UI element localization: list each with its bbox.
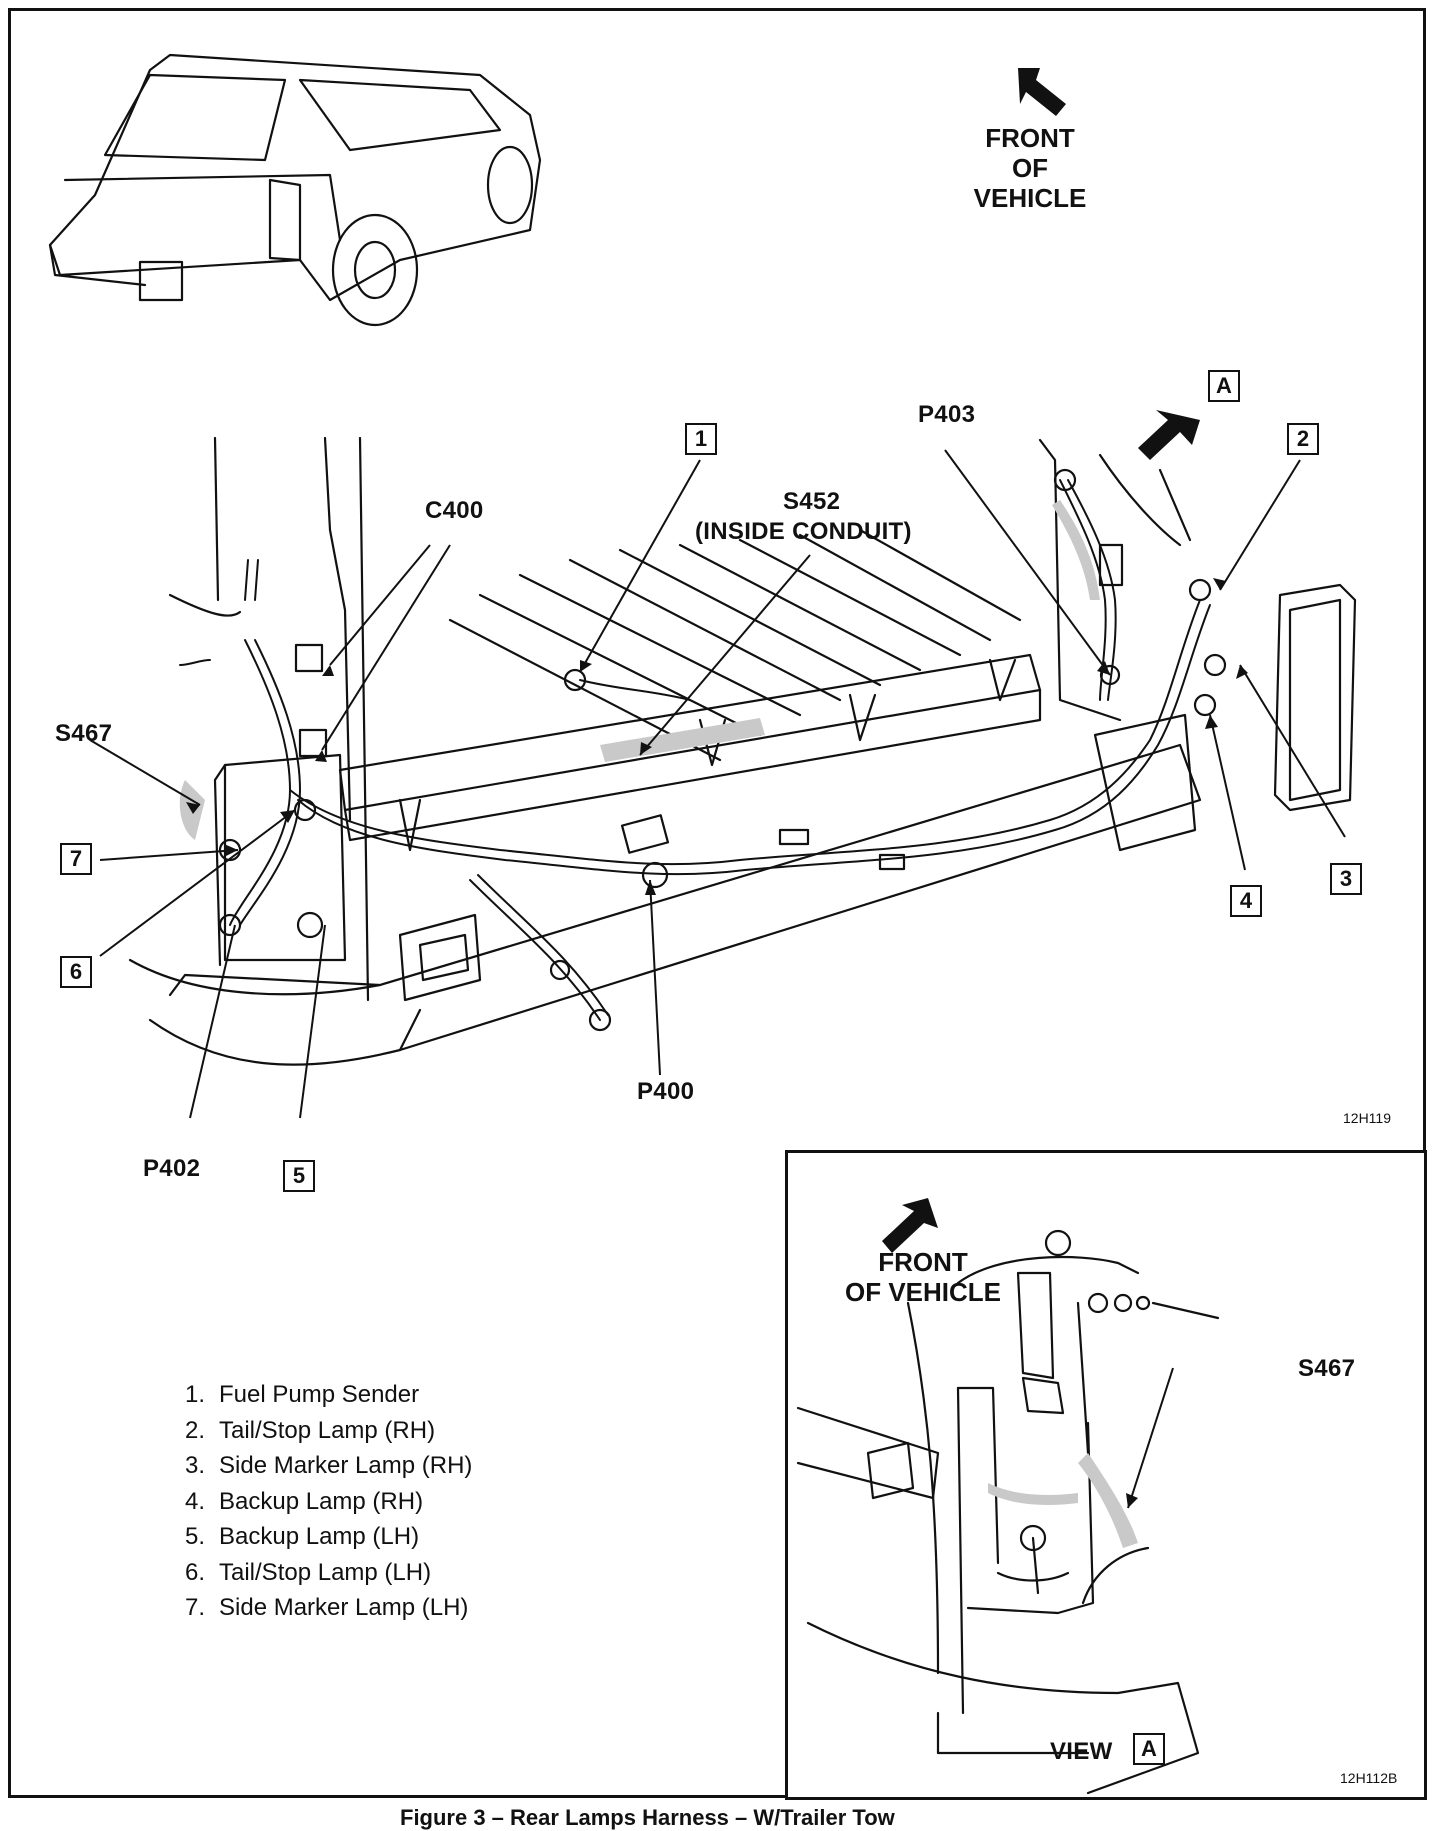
front-inset-line1: FRONT bbox=[878, 1247, 968, 1277]
view-a-art bbox=[796, 1198, 1220, 1795]
legend-text: Side Marker Lamp (RH) bbox=[219, 1452, 473, 1479]
legend-num: 1. bbox=[184, 1381, 205, 1408]
legend-num: 4. bbox=[184, 1487, 205, 1515]
legend-item: 4. Backup Lamp (RH) bbox=[165, 1484, 472, 1520]
callout-view-a-inset: A bbox=[1133, 1733, 1165, 1765]
callout-6: 6 bbox=[60, 956, 92, 988]
legend-item: 7. Side Marker Lamp (LH) bbox=[165, 1590, 472, 1626]
front-line1: FRONT bbox=[985, 123, 1075, 153]
front-of-vehicle-label: FRONT OF VEHICLE bbox=[960, 123, 1100, 213]
figure-code-main: 12H119 bbox=[1343, 1110, 1392, 1126]
front-arrow-icon bbox=[1018, 68, 1066, 116]
view-a-arrow-icon bbox=[1138, 410, 1200, 460]
label-view: VIEW bbox=[1050, 1738, 1113, 1765]
legend-item: 2. Tail/Stop Lamp (RH) bbox=[165, 1413, 472, 1449]
label-s467-inset: S467 bbox=[1298, 1355, 1356, 1382]
legend-item: 1. Fuel Pump Sender bbox=[165, 1377, 472, 1413]
label-s452-inside-conduit: (INSIDE CONDUIT) bbox=[695, 518, 912, 545]
front-inset-line2: OF VEHICLE bbox=[844, 1277, 1001, 1307]
label-s467: S467 bbox=[55, 720, 113, 747]
legend-item: 6. Tail/Stop Lamp (LH) bbox=[165, 1555, 472, 1591]
callout-2: 2 bbox=[1287, 423, 1319, 455]
label-c400: C400 bbox=[425, 497, 484, 524]
callout-7: 7 bbox=[60, 843, 92, 875]
label-p402: P402 bbox=[143, 1155, 201, 1182]
front-line2: OF VEHICLE bbox=[973, 153, 1087, 213]
callout-4: 4 bbox=[1230, 885, 1262, 917]
legend-item: 3. Side Marker Lamp (RH) bbox=[165, 1448, 472, 1484]
legend-num: 7. bbox=[184, 1594, 205, 1621]
legend-item: 5. Backup Lamp (LH) bbox=[165, 1519, 472, 1555]
figure-caption: Figure 3 – Rear Lamps Harness – W/Traile… bbox=[400, 1805, 895, 1830]
legend-num: 3. bbox=[184, 1452, 205, 1479]
callout-3: 3 bbox=[1330, 863, 1362, 895]
legend: 1. Fuel Pump Sender 2. Tail/Stop Lamp (RH)… bbox=[165, 1377, 472, 1626]
legend-text: Backup Lamp (RH) bbox=[219, 1487, 424, 1515]
callout-5: 5 bbox=[283, 1160, 315, 1192]
label-s452: S452 bbox=[783, 488, 841, 515]
view-a-inset bbox=[785, 1150, 1427, 1800]
legend-num: 2. bbox=[184, 1416, 205, 1444]
diagram-frame bbox=[8, 8, 1426, 1798]
front-of-vehicle-inset-label: FRONT OF VEHICLE bbox=[838, 1247, 1008, 1307]
front-arrow-inset-icon bbox=[882, 1198, 938, 1253]
vehicle-thumbnail bbox=[48, 53, 542, 327]
legend-text: Tail/Stop Lamp (LH) bbox=[219, 1558, 432, 1586]
legend-text: Side Marker Lamp (LH) bbox=[219, 1594, 469, 1621]
label-p403: P403 bbox=[918, 401, 976, 428]
legend-text: Fuel Pump Sender bbox=[219, 1381, 420, 1408]
legend-text: Tail/Stop Lamp (RH) bbox=[219, 1416, 436, 1444]
callout-1: 1 bbox=[685, 423, 717, 455]
label-p400: P400 bbox=[637, 1078, 695, 1105]
legend-num: 5. bbox=[184, 1523, 205, 1550]
legend-text: Backup Lamp (LH) bbox=[219, 1523, 420, 1550]
legend-num: 6. bbox=[184, 1558, 205, 1586]
figure-code-inset: 12H112B bbox=[1340, 1770, 1398, 1786]
callout-view-a: A bbox=[1208, 370, 1240, 402]
